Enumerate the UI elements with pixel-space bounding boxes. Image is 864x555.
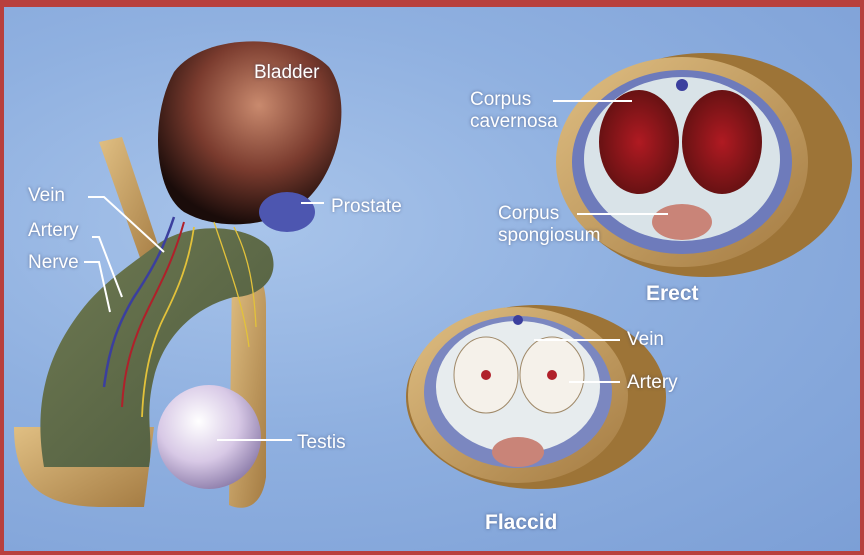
flaccid-artery-left xyxy=(481,370,491,380)
erect-spongiosum xyxy=(652,204,712,240)
testis-organ xyxy=(157,385,261,489)
anatomy-artwork xyxy=(4,7,860,551)
label-corpus-spongiosum: Corpus spongiosum xyxy=(498,203,600,247)
label-vein-left: Vein xyxy=(28,185,65,207)
label-testis: Testis xyxy=(297,432,346,454)
label-prostate: Prostate xyxy=(331,196,402,218)
erect-cavernosa-right xyxy=(682,90,762,194)
label-artery-right: Artery xyxy=(627,372,678,394)
flaccid-artery-right xyxy=(547,370,557,380)
label-erect: Erect xyxy=(646,283,699,305)
label-artery-left: Artery xyxy=(28,220,79,242)
flaccid-spongiosum xyxy=(492,437,544,467)
flaccid-dorsal-vein xyxy=(513,315,523,325)
label-flaccid: Flaccid xyxy=(485,512,557,534)
label-nerve: Nerve xyxy=(28,252,79,274)
label-corpus-cavernosa: Corpus cavernosa xyxy=(470,89,558,133)
side-view-anatomy xyxy=(14,41,341,507)
erect-cavernosa-left xyxy=(599,90,679,194)
label-bladder: Bladder xyxy=(254,62,320,84)
prostate-organ xyxy=(259,192,315,232)
label-vein-right: Vein xyxy=(627,329,664,351)
erect-dorsal-vein xyxy=(676,79,688,91)
anatomy-illustration: Bladder Prostate Vein Artery Nerve Testi… xyxy=(4,7,860,551)
